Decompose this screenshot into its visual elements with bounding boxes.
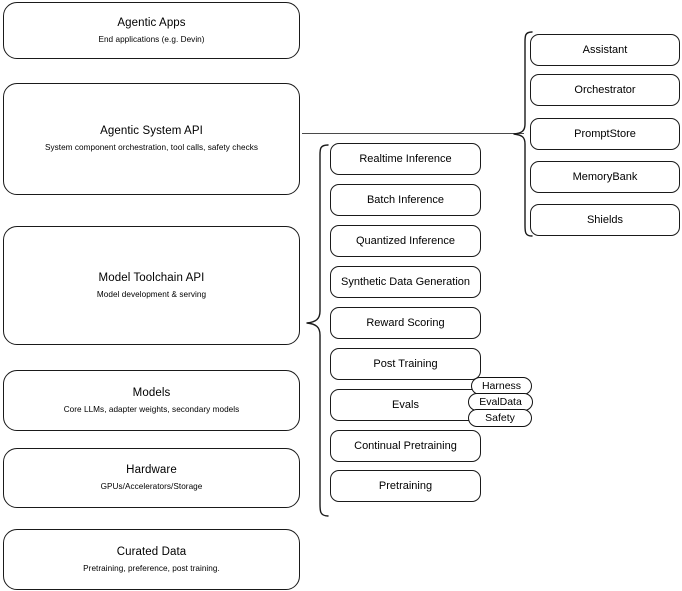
layer-title: Curated Data [116,545,187,558]
layer-box-curated-data[interactable]: Curated Data Pretraining, preference, po… [3,529,300,590]
layer-subtitle: Core LLMs, adapter weights, secondary mo… [63,404,240,414]
layer-box-models[interactable]: Models Core LLMs, adapter weights, secon… [3,370,300,431]
toolchain-item-continual-pretraining[interactable]: Continual Pretraining [330,430,481,462]
toolchain-item-realtime-inference[interactable]: Realtime Inference [330,143,481,175]
item-label: Post Training [373,358,438,370]
pill-label: Harness [481,380,522,392]
layer-box-agentic-apps[interactable]: Agentic Apps End applications (e.g. Devi… [3,2,300,59]
system-item-promptstore[interactable]: PromptStore [530,118,680,150]
layer-subtitle: End applications (e.g. Devin) [98,34,205,44]
pill-label: Safety [485,412,515,424]
item-label: MemoryBank [572,171,638,183]
toolchain-item-post-training[interactable]: Post Training [330,348,481,380]
layer-title: Agentic System API [100,125,203,137]
item-label: Evals [392,399,419,411]
toolchain-item-synthetic-data-generation[interactable]: Synthetic Data Generation [330,266,481,298]
connector-agentic-system-api-to-components [302,133,524,134]
eval-pill-safety[interactable]: Safety [468,409,532,427]
eval-pill-evaldata[interactable]: EvalData [468,393,533,411]
toolchain-item-reward-scoring[interactable]: Reward Scoring [330,307,481,339]
toolchain-item-quantized-inference[interactable]: Quantized Inference [330,225,481,257]
brace-model-toolchain-group [304,143,330,518]
item-label: Pretraining [378,480,433,492]
toolchain-item-pretraining[interactable]: Pretraining [330,470,481,502]
layer-title: Agentic Apps [117,16,186,29]
item-label: Continual Pretraining [354,440,457,452]
system-item-shields[interactable]: Shields [530,204,680,236]
layer-subtitle: System component orchestration, tool cal… [44,143,259,152]
system-item-assistant[interactable]: Assistant [530,34,680,66]
system-item-memorybank[interactable]: MemoryBank [530,161,680,193]
toolchain-item-evals[interactable]: Evals [330,389,481,421]
item-label: Synthetic Data Generation [340,276,471,288]
item-label: Realtime Inference [359,153,452,165]
layer-subtitle: Pretraining, preference, post training. [83,563,220,573]
layer-subtitle: Model development & serving [96,289,207,299]
item-label: PromptStore [574,128,636,140]
toolchain-item-batch-inference[interactable]: Batch Inference [330,184,481,216]
item-label: Batch Inference [366,194,445,206]
layer-subtitle: GPUs/Accelerators/Storage [100,482,203,491]
layer-box-model-toolchain-api[interactable]: Model Toolchain API Model development & … [3,226,300,345]
system-item-orchestrator[interactable]: Orchestrator [530,74,680,106]
pill-label: EvalData [479,396,522,408]
item-label: Reward Scoring [366,317,445,329]
item-label: Orchestrator [574,84,636,96]
item-label: Shields [586,214,624,226]
layer-title: Model Toolchain API [98,271,205,284]
item-label: Assistant [582,44,628,56]
layer-title: Hardware [126,464,177,476]
item-label: Quantized Inference [355,235,456,247]
layer-box-agentic-system-api[interactable]: Agentic System API System component orch… [3,83,300,195]
layer-box-hardware[interactable]: Hardware GPUs/Accelerators/Storage [3,448,300,508]
layer-title: Models [132,386,171,399]
